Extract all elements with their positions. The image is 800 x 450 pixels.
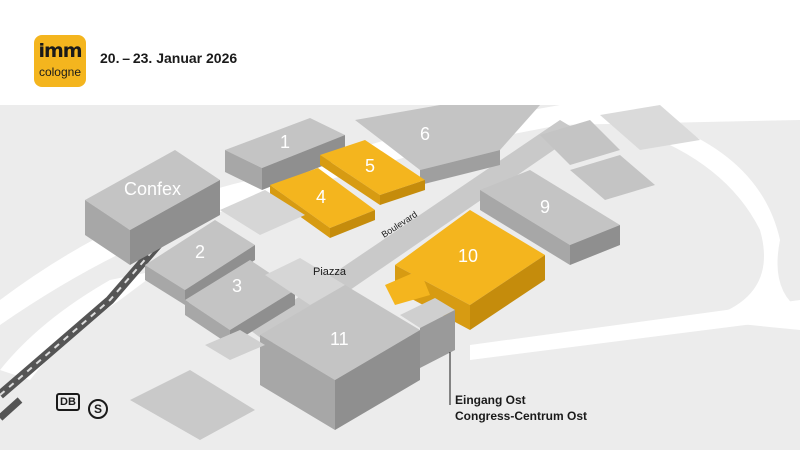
entrance-east-building[interactable] <box>400 298 455 368</box>
hall-label-1: 1 <box>280 132 290 152</box>
entrance-note: Eingang Ost Congress-Centrum Ost <box>455 392 587 424</box>
road-south <box>470 300 800 360</box>
hall-label-5: 5 <box>365 156 375 176</box>
hall-label-9: 9 <box>540 197 550 217</box>
fair-map: 1 6 5 4 Confex 2 3 9 10 11 Piazza Boulev… <box>0 105 800 450</box>
hall-3[interactable] <box>185 260 295 345</box>
hall-label-3: 3 <box>232 276 242 296</box>
railway-ties <box>0 224 176 396</box>
hall-confex[interactable] <box>85 150 220 265</box>
sw-block <box>205 330 265 360</box>
hall-label-confex: Confex <box>124 179 181 199</box>
hall-11[interactable] <box>260 285 420 430</box>
entrance-line-2: Congress-Centrum Ost <box>455 409 588 423</box>
ne-building-2 <box>570 155 655 200</box>
hall-5[interactable] <box>320 140 425 205</box>
logo-sub: cologne <box>38 65 82 79</box>
hall-1[interactable] <box>225 118 345 190</box>
connector-block <box>220 190 305 235</box>
db-railway-icon: DB <box>56 393 80 411</box>
railway-south <box>0 397 23 421</box>
logo-brand: imm <box>38 40 82 62</box>
hall-label-4: 4 <box>316 187 326 207</box>
hall-label-6: 6 <box>420 124 430 144</box>
hall-6[interactable] <box>355 105 540 185</box>
piazza-area <box>265 258 345 305</box>
piazza-label: Piazza <box>313 266 347 278</box>
header: imm cologne 20. – 23. Januar 2026 <box>0 0 800 105</box>
sw-parking <box>130 370 255 440</box>
s-bahn-icon: S <box>88 399 108 419</box>
entrance-line-1: Eingang Ost <box>455 393 526 407</box>
hall-label-11: 11 <box>330 329 349 349</box>
event-date: 20. – 23. Januar 2026 <box>100 50 238 66</box>
ne-building-1 <box>540 120 620 165</box>
ne-building-3 <box>600 105 700 150</box>
hall-9[interactable] <box>480 170 620 265</box>
hall-label-10: 10 <box>458 246 478 266</box>
hall-label-2: 2 <box>195 242 205 262</box>
hall-4[interactable] <box>270 168 375 238</box>
imm-cologne-logo: imm cologne <box>34 35 86 87</box>
